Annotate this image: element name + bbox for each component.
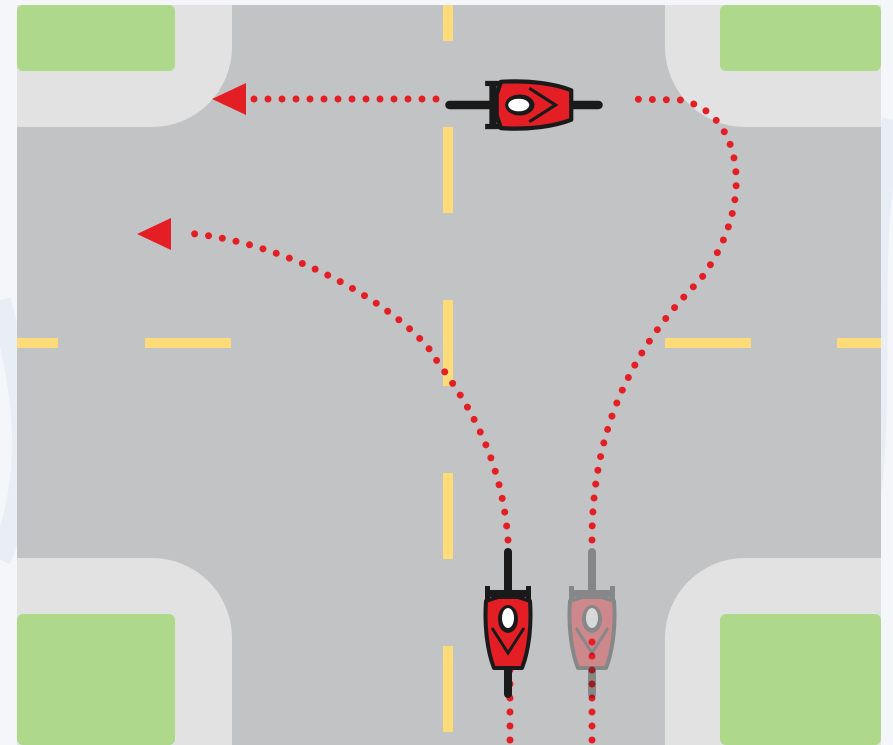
grass-top-right — [720, 5, 881, 71]
vertical-dash — [443, 646, 453, 732]
grass-bottom-right — [720, 614, 881, 745]
horizontal-dash — [837, 338, 881, 348]
vertical-dash — [443, 473, 453, 559]
vertical-dash — [443, 5, 453, 41]
grass-bottom-left — [17, 614, 175, 745]
horizontal-dash — [145, 338, 231, 348]
horizontal-dash — [665, 338, 751, 348]
grass-top-left — [17, 5, 175, 71]
vertical-dash — [443, 127, 453, 213]
horizontal-dash — [17, 338, 58, 348]
